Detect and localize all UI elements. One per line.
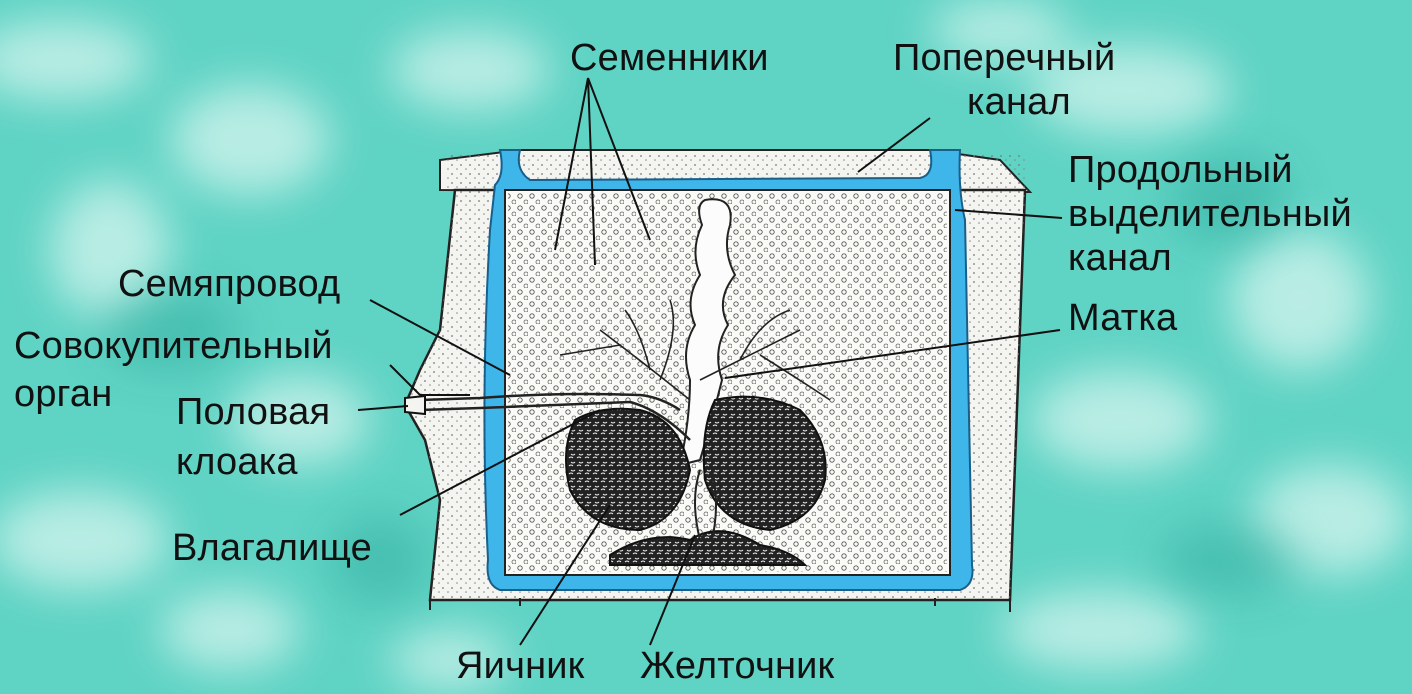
label-vas-deferens: Семяпровод [118, 262, 340, 306]
genital-pore [405, 396, 425, 414]
label-vitellarium-text: Желточник [640, 644, 834, 688]
label-genital-cloaca-line1: Половая [176, 390, 330, 434]
label-uterus: Матка [1068, 296, 1177, 340]
label-genital-cloaca: Половая клоака [176, 390, 330, 484]
label-longitudinal-canal-line1: Продольный [1068, 148, 1352, 192]
label-longitudinal-canal-line3: канал [1068, 236, 1352, 280]
label-vas-deferens-text: Семяпровод [118, 262, 340, 306]
label-vagina-text: Влагалище [172, 526, 372, 570]
label-longitudinal-canal-line2: выделительный [1068, 192, 1352, 236]
label-ovary-text: Яичник [456, 644, 585, 688]
label-vitellarium: Желточник [640, 644, 834, 688]
ovary-right-lobe [704, 397, 826, 530]
label-transverse-canal-line1: Поперечный [893, 36, 1116, 80]
label-genital-cloaca-line2: клоака [176, 440, 330, 484]
label-testes-text: Семенники [570, 36, 769, 80]
label-transverse-canal-line2: канал [893, 80, 1116, 124]
label-ovary: Яичник [456, 644, 585, 688]
label-vagina: Влагалище [172, 526, 372, 570]
label-testes: Семенники [570, 36, 769, 80]
label-transverse-canal: Поперечный канал [893, 36, 1116, 124]
label-uterus-text: Матка [1068, 296, 1177, 340]
label-longitudinal-canal: Продольный выделительный канал [1068, 148, 1352, 280]
leader-genital-cloaca [358, 406, 408, 410]
label-copulatory-organ-line1: Совокупительный [14, 324, 333, 368]
